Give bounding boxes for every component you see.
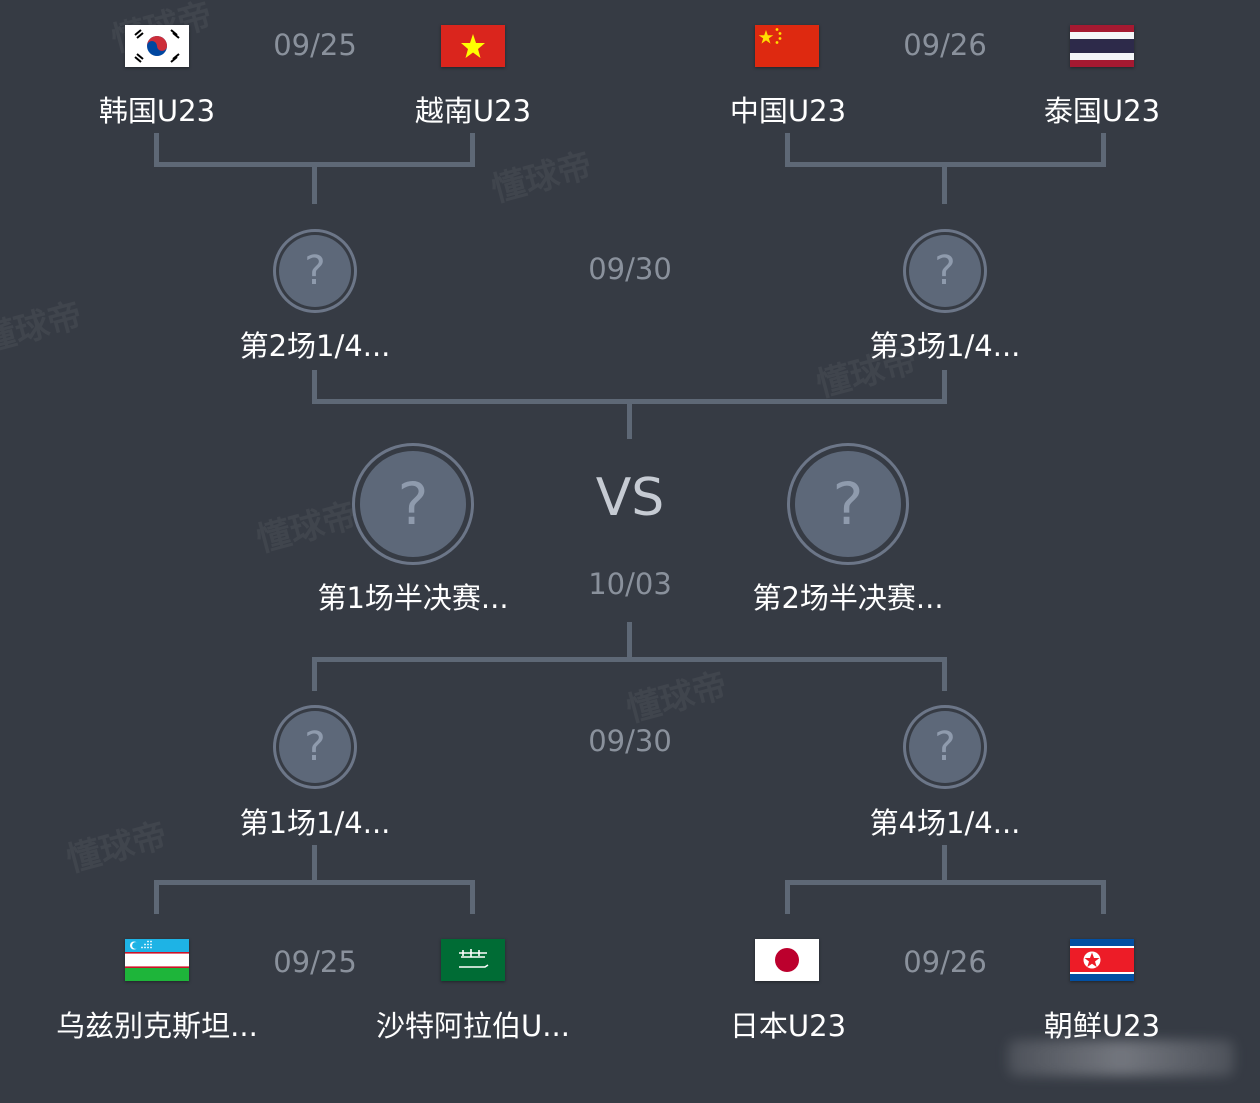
question-icon: ? (909, 235, 981, 307)
question-icon: ? (279, 235, 351, 307)
bracket-line (1101, 133, 1106, 167)
team-name[interactable]: 中国U23 (729, 94, 847, 128)
quarterfinal-placeholder[interactable]: ? (273, 229, 357, 313)
bracket-line (312, 657, 947, 662)
team-name[interactable]: 日本U23 (729, 1009, 847, 1043)
question-icon: ? (795, 451, 901, 557)
bracket-line (154, 133, 159, 167)
watermark: 懂球帝 (0, 295, 87, 361)
bracket-line (942, 370, 947, 404)
china-flag-icon (755, 25, 819, 67)
bracket-line (942, 657, 947, 691)
bracket-line (470, 133, 475, 167)
quarterfinal-winner-label: 第1场1/4... (239, 806, 391, 840)
question-icon: ? (360, 451, 466, 557)
quarterfinal-winner-label: 第4场1/4... (869, 806, 1021, 840)
final-vs: VS (595, 468, 665, 528)
question-icon: ? (909, 711, 981, 783)
team-name[interactable]: 朝鲜U23 (1043, 1009, 1161, 1043)
final-date: 10/03 (588, 567, 672, 601)
match-date: 09/26 (903, 945, 987, 979)
team-name[interactable]: 沙特阿拉伯U... (376, 1009, 570, 1043)
match-date: 09/25 (273, 28, 357, 62)
team-name[interactable]: 泰国U23 (1043, 94, 1161, 128)
blurred-watermark (1008, 1040, 1234, 1076)
bracket-line (785, 880, 790, 914)
north-korea-flag-icon (1070, 939, 1134, 981)
quarterfinal-winner-label: 第3场1/4... (869, 329, 1021, 363)
semifinal-placeholder[interactable]: ? (352, 443, 474, 565)
bracket-line (627, 399, 632, 439)
bracket-line (1101, 880, 1106, 914)
bracket-line (154, 880, 159, 914)
bracket-line (942, 845, 947, 885)
quarterfinal-placeholder[interactable]: ? (903, 229, 987, 313)
semifinal-date: 09/30 (588, 724, 672, 758)
bracket-line (942, 162, 947, 204)
quarterfinal-placeholder[interactable]: ? (273, 705, 357, 789)
match-date: 09/26 (903, 28, 987, 62)
watermark: 懂球帝 (252, 495, 362, 561)
quarterfinal-placeholder[interactable]: ? (903, 705, 987, 789)
watermark: 懂球帝 (62, 815, 172, 881)
team-name[interactable]: 韩国U23 (98, 94, 216, 128)
team-name[interactable]: 乌兹别克斯坦... (56, 1009, 258, 1043)
question-icon: ? (279, 711, 351, 783)
match-date: 09/25 (273, 945, 357, 979)
watermark: 懂球帝 (622, 665, 732, 731)
south-korea-flag-icon (125, 25, 189, 67)
watermark: 懂球帝 (487, 145, 597, 211)
bracket-line (470, 880, 475, 914)
bracket-line (627, 622, 632, 662)
bracket-line (785, 880, 1106, 885)
bracket-line (154, 880, 475, 885)
quarterfinal-winner-label: 第2场1/4... (239, 329, 391, 363)
semifinal-winner-label: 第1场半决赛... (317, 581, 509, 615)
semifinal-winner-label: 第2场半决赛... (752, 581, 944, 615)
vietnam-flag-icon (441, 25, 505, 67)
semifinal-placeholder[interactable]: ? (787, 443, 909, 565)
saudi-arabia-flag-icon (441, 939, 505, 981)
bracket-line (312, 370, 317, 404)
semifinal-date: 09/30 (588, 252, 672, 286)
bracket-line (785, 133, 790, 167)
uzbekistan-flag-icon (125, 939, 189, 981)
team-name[interactable]: 越南U23 (414, 94, 532, 128)
bracket-line (312, 162, 317, 204)
thailand-flag-icon (1070, 25, 1134, 67)
bracket-line (312, 845, 317, 885)
japan-flag-icon (755, 939, 819, 981)
bracket-line (312, 657, 317, 691)
